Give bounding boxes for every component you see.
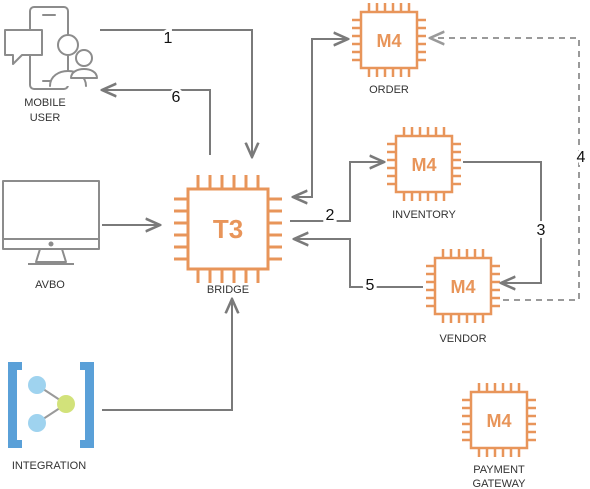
- integration-icon: [8, 362, 94, 448]
- bridge-chip-icon: T3: [174, 175, 282, 283]
- avbo-label: AVBO: [35, 279, 65, 291]
- flow-arrow-bridge-order: [293, 39, 348, 197]
- mobile-user-label-line1: MOBILE: [24, 97, 66, 109]
- inventory-label: INVENTORY: [392, 209, 456, 221]
- order-chip-text: M4: [376, 31, 401, 51]
- inventory-chip-icon: M4: [387, 127, 461, 201]
- bridge-chip-text: T3: [213, 214, 243, 244]
- flow-arrow-1: [100, 29, 252, 157]
- monitor-icon: [2, 180, 100, 265]
- integration-label: INTEGRATION: [12, 460, 86, 472]
- step-number-2: 2: [326, 207, 335, 224]
- order-chip-icon: M4: [352, 3, 426, 77]
- step-number-5: 5: [366, 277, 375, 294]
- flow-arrow-3: [463, 161, 542, 283]
- inventory-chip-text: M4: [411, 155, 436, 175]
- vendor-chip-icon: M4: [426, 249, 500, 323]
- vendor-label: VENDOR: [439, 333, 486, 345]
- vendor-chip-text: M4: [450, 277, 475, 297]
- mobile-user-label-line2: USER: [30, 112, 61, 124]
- flow-arrow-2: [290, 162, 384, 222]
- flow-arrow-integration: [102, 299, 232, 411]
- payment-gateway-label-line2: GATEWAY: [473, 478, 527, 489]
- payment-gateway-label-line1: PAYMENT: [473, 464, 525, 476]
- payment-gateway-chip-text: M4: [486, 411, 511, 431]
- payment-gateway-chip-icon: M4: [462, 383, 536, 457]
- flow-arrow-5: [294, 239, 423, 288]
- order-label: ORDER: [369, 84, 409, 96]
- flow-arrow-6: [102, 90, 211, 155]
- mobile-user-icon: [4, 6, 98, 90]
- step-number-1: 1: [164, 30, 173, 47]
- step-number-4: 4: [577, 149, 586, 166]
- step-number-6: 6: [172, 89, 181, 106]
- step-number-3: 3: [537, 222, 546, 239]
- flow-arrow-4-dashed: [430, 38, 580, 301]
- bridge-label: BRIDGE: [207, 284, 249, 296]
